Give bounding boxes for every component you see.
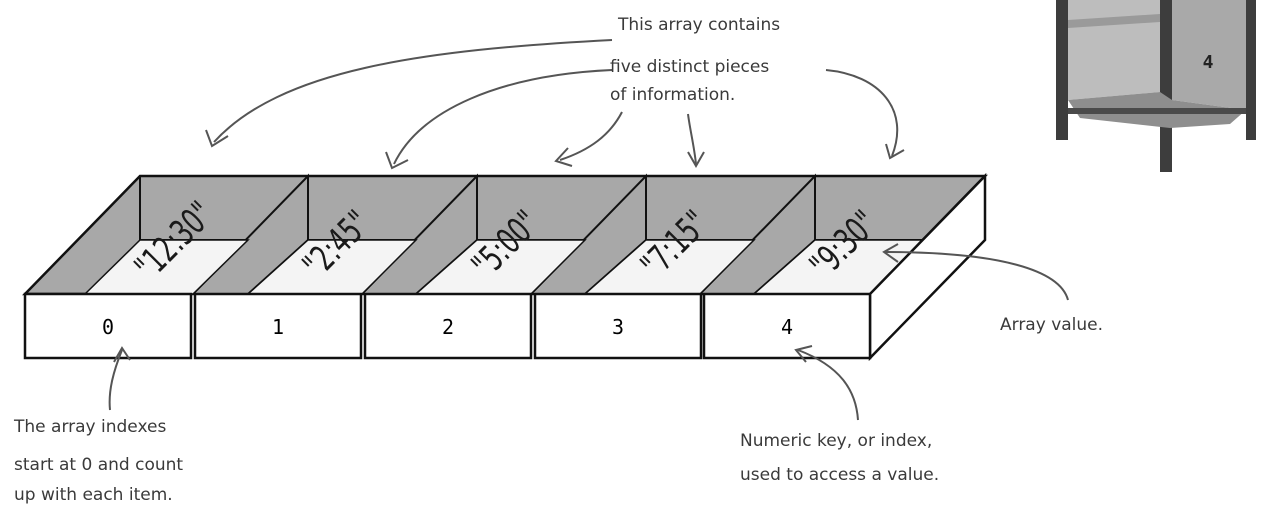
- index-label: 3: [612, 315, 624, 339]
- index-cell: [702, 292, 872, 360]
- annotation-line: This array contains: [617, 15, 780, 35]
- index-label: 1: [272, 315, 284, 339]
- index-row: 0 1 2 3 4: [23, 292, 872, 360]
- annotation-line: of information.: [610, 85, 735, 105]
- drawer-unit-illustration: 4: [1056, 0, 1256, 172]
- annotation-indexes-start: The array indexes start at 0 and count u…: [13, 417, 183, 505]
- drawer-label: 4: [1203, 52, 1214, 73]
- compartment-floors: [83, 239, 924, 295]
- index-label: 4: [781, 315, 793, 339]
- annotation-line: Numeric key, or index,: [740, 431, 932, 451]
- annotation-line: up with each item.: [14, 485, 173, 505]
- annotation-array-value: Array value.: [1000, 315, 1103, 335]
- annotation-line: used to access a value.: [740, 465, 939, 485]
- annotation-line: The array indexes: [13, 417, 166, 437]
- index-cell: [533, 292, 703, 360]
- index-label: 2: [442, 315, 454, 339]
- index-cell: [193, 292, 363, 360]
- index-cell: [23, 292, 193, 360]
- annotation-line: start at 0 and count: [14, 455, 183, 475]
- index-label: 0: [102, 315, 114, 339]
- annotation-line: five distinct pieces: [610, 57, 769, 77]
- annotation-key: Numeric key, or index, used to access a …: [740, 431, 939, 485]
- annotation-contains: This array contains five distinct pieces…: [610, 15, 780, 105]
- annotation-arrows: [108, 39, 1069, 421]
- index-cell: [363, 292, 533, 360]
